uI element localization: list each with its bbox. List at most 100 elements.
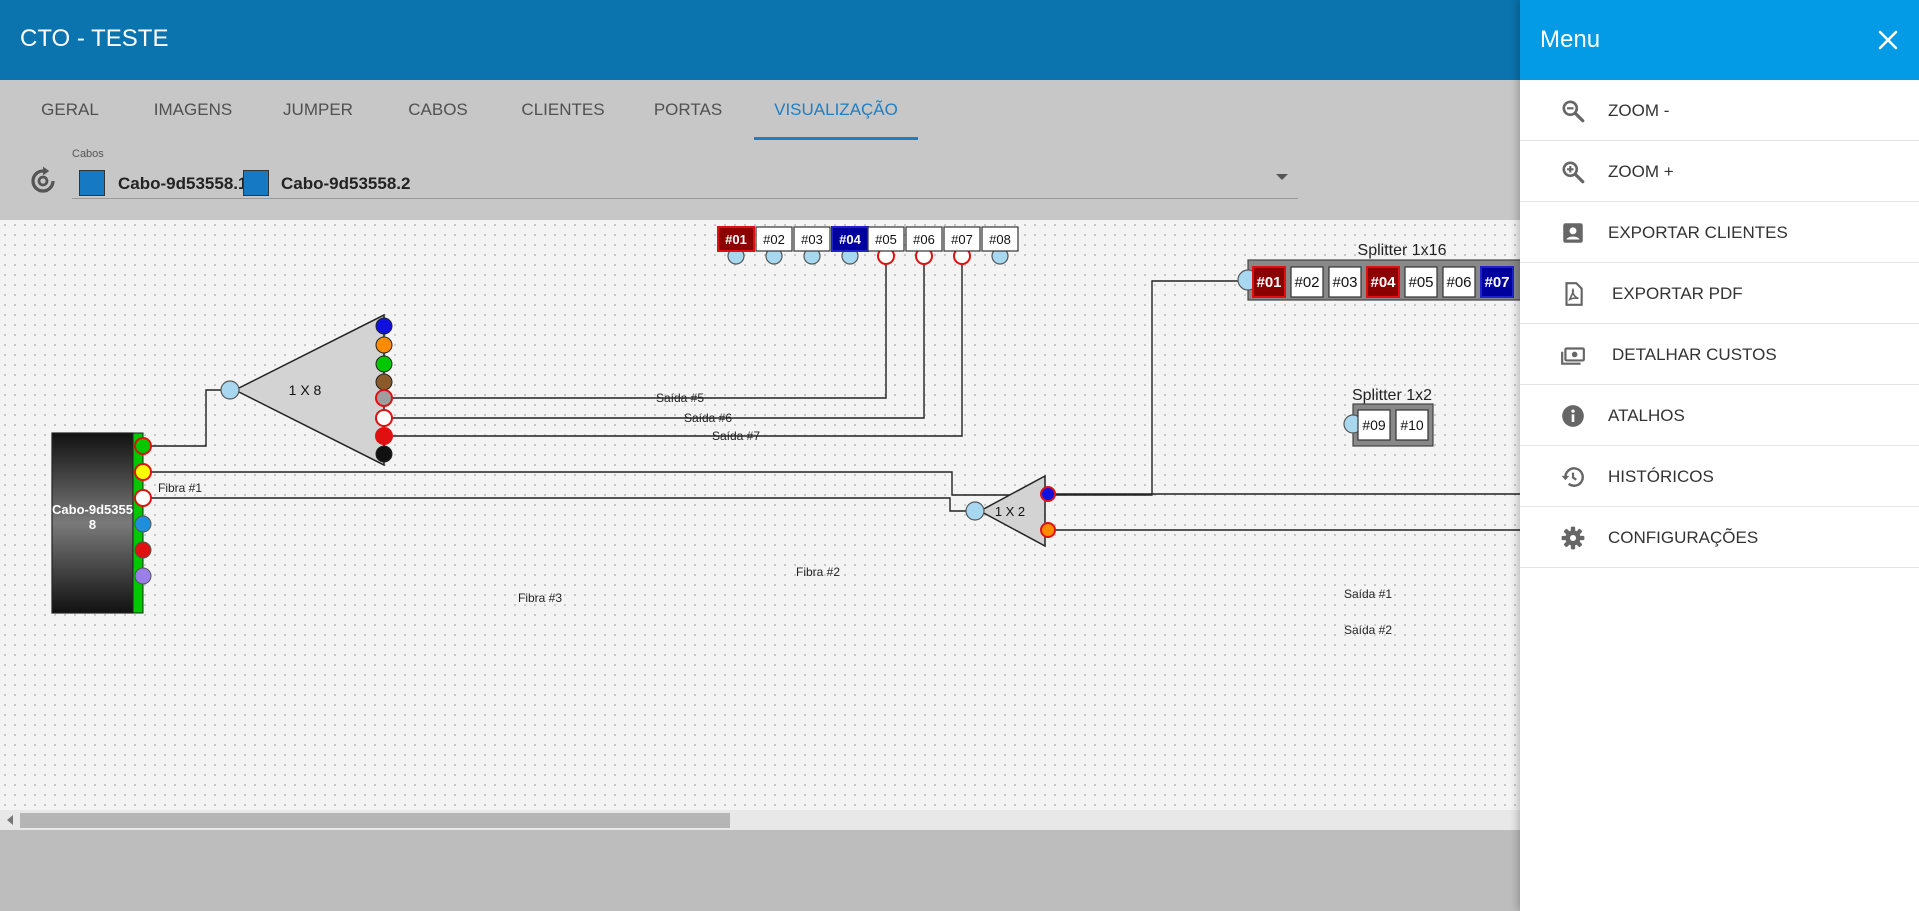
- wire-fibra-3[interactable]: [143, 497, 975, 512]
- splitter-1x2-output[interactable]: [1040, 486, 1056, 502]
- splitter-1x8-output[interactable]: [375, 336, 393, 354]
- wire-saida-5[interactable]: [384, 255, 887, 399]
- scrollbar-thumb[interactable]: [20, 813, 730, 828]
- tab-clientes[interactable]: CLIENTES: [521, 100, 605, 119]
- splitter-1x2-box[interactable]: Splitter 1x2 #09 #10: [1343, 387, 1434, 447]
- s16-port-02[interactable]: #02: [1290, 266, 1324, 298]
- label-saida-5: Saída #5: [656, 391, 704, 405]
- history-icon: [1561, 467, 1584, 487]
- page-title: CTO - TESTE: [20, 25, 169, 52]
- horizontal-scrollbar[interactable]: [0, 810, 1520, 830]
- port-03[interactable]: #03: [793, 226, 831, 265]
- side-menu-drawer: Menu ZOOM - ZOOM + EXPORTAR CLIENTES: [1520, 0, 1919, 911]
- cable-fiber-port[interactable]: [134, 567, 152, 585]
- s16-port-04[interactable]: #04: [1366, 266, 1400, 298]
- port-05[interactable]: #05: [867, 226, 905, 265]
- s16-port-07[interactable]: #07: [1480, 266, 1514, 298]
- s16-port-01[interactable]: #01: [1252, 266, 1286, 298]
- svg-text:#07: #07: [1484, 274, 1509, 291]
- chevron-down-icon[interactable]: [1276, 174, 1288, 180]
- cable-chip-color: [243, 170, 269, 196]
- s16-port-06[interactable]: #06: [1442, 266, 1476, 298]
- splitter-1x8-output[interactable]: [375, 317, 393, 335]
- splitter-1x8-output[interactable]: [375, 445, 393, 463]
- menu-item-label: ATALHOS: [1608, 406, 1685, 425]
- wire-saida-7[interactable]: [384, 255, 963, 437]
- label-fibra-1: Fibra #1: [158, 481, 202, 495]
- cable-fiber-port[interactable]: [134, 463, 152, 481]
- cable-chip-color: [79, 170, 105, 196]
- port-01[interactable]: #01: [717, 226, 755, 265]
- s16-port-03[interactable]: #03: [1328, 266, 1362, 298]
- port-04[interactable]: #04: [831, 226, 869, 265]
- toolbar: Cabos Cabo-9d53558.1 Cabo-9d53558.2: [0, 140, 1520, 220]
- svg-text:#09: #09: [1362, 417, 1386, 433]
- tab-jumper[interactable]: JUMPER: [283, 100, 353, 119]
- splitter-1x2-output[interactable]: [1040, 522, 1056, 538]
- tab-visualizacao[interactable]: VISUALIZAÇÃO: [774, 100, 898, 119]
- menu-item-label: CONFIGURAÇÕES: [1608, 528, 1759, 547]
- menu-historicos[interactable]: HISTÓRICOS: [1520, 446, 1919, 507]
- pdf-icon: [1565, 282, 1583, 306]
- menu-configuracoes[interactable]: CONFIGURAÇÕES: [1520, 507, 1919, 568]
- menu-atalhos[interactable]: ATALHOS: [1520, 385, 1919, 446]
- svg-text:#01: #01: [725, 232, 747, 247]
- zoom-in-icon: [1562, 161, 1585, 184]
- splitter-1x2[interactable]: 1 X 2: [965, 474, 1056, 548]
- svg-text:#02: #02: [1294, 274, 1319, 291]
- bottom-area: [0, 830, 1520, 911]
- svg-text:#01: #01: [1256, 274, 1281, 291]
- port-02[interactable]: #02: [755, 226, 793, 265]
- splitter-1x8-label: 1 X 8: [289, 382, 322, 398]
- port-08[interactable]: #08: [981, 226, 1019, 265]
- zoom-out-icon: [1562, 100, 1585, 123]
- menu-zoom-out[interactable]: ZOOM -: [1520, 80, 1919, 141]
- info-icon: [1562, 405, 1584, 427]
- drawer-header: Menu: [1520, 0, 1919, 80]
- label-saida-7: Saída #7: [712, 429, 760, 443]
- wire-saida-6[interactable]: [384, 255, 925, 419]
- splitter-1x8-input[interactable]: [220, 380, 240, 400]
- label-fibra-2: Fibra #2: [796, 565, 840, 579]
- tab-cabos[interactable]: CABOS: [408, 100, 468, 119]
- active-tab-indicator: [754, 137, 918, 140]
- splitter-1x8-output[interactable]: [375, 409, 393, 427]
- port-06[interactable]: #06: [905, 226, 943, 265]
- menu-zoom-in[interactable]: ZOOM +: [1520, 141, 1919, 202]
- splitter-1x8-output[interactable]: [375, 427, 393, 445]
- splitter-1x8-output[interactable]: [375, 389, 393, 407]
- refresh-icon[interactable]: [28, 166, 58, 196]
- tab-geral[interactable]: GERAL: [41, 100, 99, 119]
- splitter-1x8[interactable]: 1 X 8: [220, 313, 393, 467]
- s2-port-09[interactable]: #09: [1357, 409, 1391, 441]
- menu-exportar-clientes[interactable]: EXPORTAR CLIENTES: [1520, 202, 1919, 263]
- svg-text:#04: #04: [1370, 274, 1396, 291]
- splitter-1x16[interactable]: Splitter 1x16 #01 #02 #03 #04 #05 #06 #0…: [1237, 242, 1529, 301]
- cable-fiber-port[interactable]: [134, 515, 152, 533]
- scroll-left-arrow-icon[interactable]: [7, 815, 13, 825]
- cable-fiber-port[interactable]: [134, 541, 152, 559]
- splitter-1x2-input[interactable]: [965, 501, 985, 521]
- s16-port-05[interactable]: #05: [1404, 266, 1438, 298]
- wire-fibra-1[interactable]: [143, 389, 230, 447]
- money-icon: [1561, 347, 1585, 365]
- cable-chip-label: Cabo-9d53558.2: [281, 174, 411, 193]
- tab-portas[interactable]: PORTAS: [653, 100, 723, 119]
- cable-fiber-port[interactable]: [134, 437, 152, 455]
- svg-text:#05: #05: [1408, 274, 1433, 291]
- tab-imagens[interactable]: IMAGENS: [153, 100, 233, 119]
- cable-fiber-port[interactable]: [134, 489, 152, 507]
- splitter-1x8-output[interactable]: [375, 355, 393, 373]
- diagram-canvas[interactable]: Fibra #1 Fibra #2 Fibra #3 Saída #5 Saíd…: [0, 220, 1529, 810]
- close-icon[interactable]: [1876, 28, 1900, 52]
- cable-block[interactable]: Cabo-9d53558: [51, 432, 152, 614]
- port-07[interactable]: #07: [943, 226, 981, 265]
- top-port-strip: #01 #02 #03 #04 #05: [717, 226, 1019, 265]
- cable-label: Cabo-9d53558: [52, 502, 133, 532]
- label-saida-2: Saída #2: [1344, 623, 1392, 637]
- svg-text:#10: #10: [1400, 417, 1424, 433]
- menu-exportar-pdf[interactable]: EXPORTAR PDF: [1520, 263, 1919, 324]
- splitter-1x8-output[interactable]: [375, 373, 393, 391]
- menu-detalhar-custos[interactable]: DETALHAR CUSTOS: [1520, 324, 1919, 385]
- s2-port-10[interactable]: #10: [1395, 409, 1429, 441]
